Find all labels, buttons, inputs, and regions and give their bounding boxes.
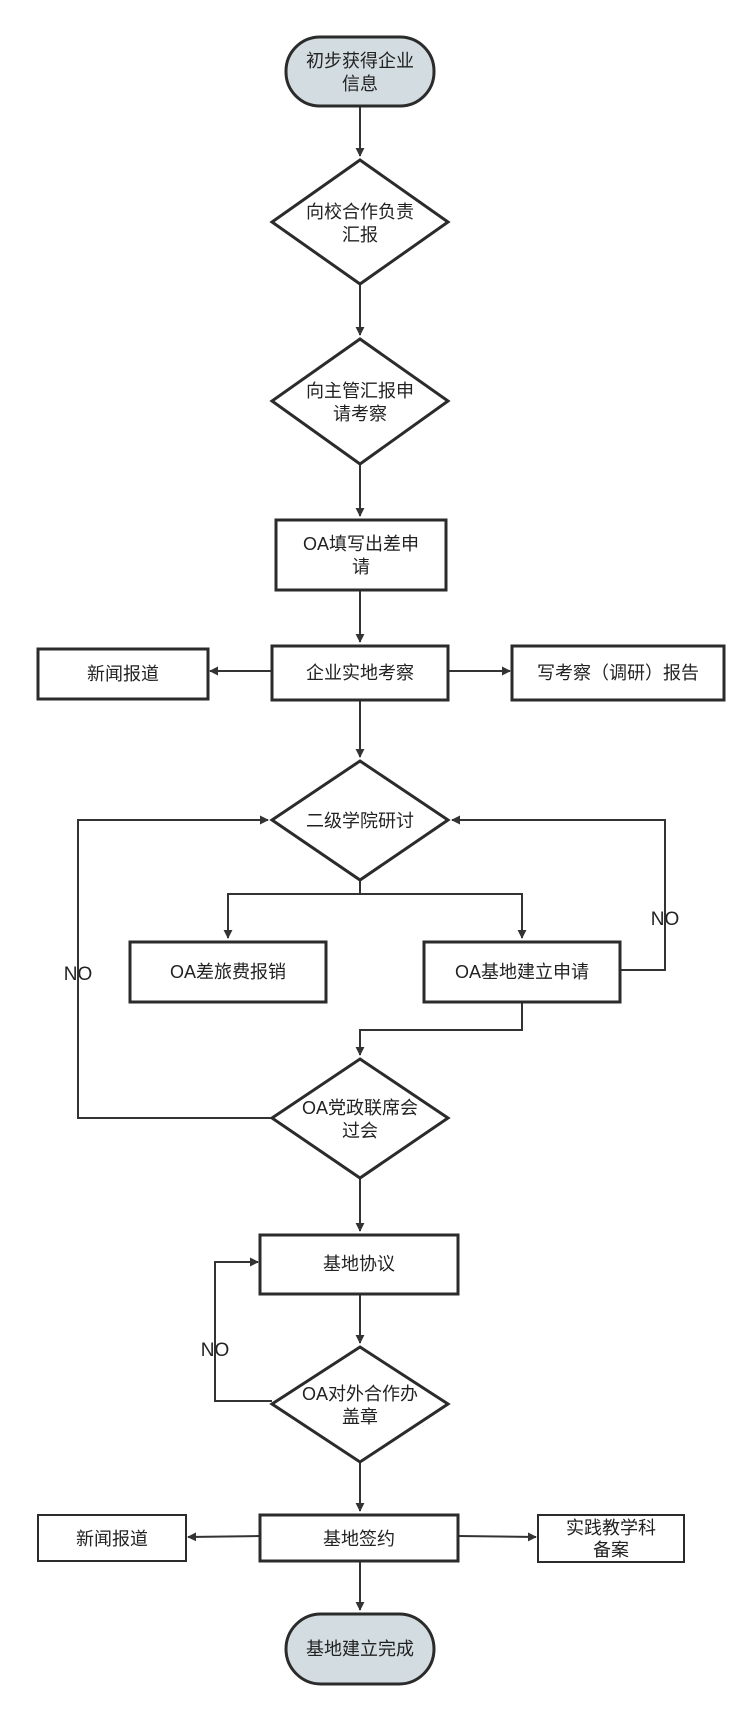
node-oa-seal: OA对外合作办 盖章 xyxy=(269,1345,451,1464)
node-write-report: 写考察（调研）报告 xyxy=(510,644,726,702)
process-shape xyxy=(258,1233,460,1296)
decision-shape xyxy=(269,1345,451,1464)
edge-college-review-to-base-apply xyxy=(360,893,527,939)
node-oa-seal-line2: 盖章 xyxy=(342,1407,378,1427)
terminator-shape xyxy=(284,1612,436,1686)
node-news-1-label: 新闻报道 xyxy=(87,664,159,684)
process-shape xyxy=(422,940,622,1004)
node-write-report-label: 写考察（调研）报告 xyxy=(537,663,699,683)
connectors xyxy=(77,106,666,1611)
process-shape xyxy=(37,1514,187,1562)
process-shape xyxy=(128,940,328,1004)
node-oa-party-meeting-line1: OA党政联席会 xyxy=(302,1098,418,1118)
process-shape xyxy=(258,1513,460,1563)
node-oa-trip-line2: 请 xyxy=(352,557,370,577)
process-shape xyxy=(274,518,448,592)
edge-signing-to-news xyxy=(187,1532,261,1542)
process-shape xyxy=(510,644,726,702)
node-base-signing-label: 基地签约 xyxy=(323,1529,395,1549)
edge-label-no-left: NO xyxy=(64,964,93,985)
node-oa-reimburse-label: OA差旅费报销 xyxy=(170,962,286,982)
edge-party-meeting-no-loop xyxy=(77,815,272,1119)
node-report-super: 向主管汇报申 请考察 xyxy=(269,337,451,466)
edge-seal-no-loop xyxy=(214,1257,272,1402)
edge-college-review-to-reimburse xyxy=(223,880,361,939)
decision-shape xyxy=(269,158,451,286)
node-oa-trip-line1: OA填写出差申 xyxy=(303,534,419,554)
node-oa-reimburse: OA差旅费报销 xyxy=(128,940,328,1004)
process-shape xyxy=(537,1514,685,1563)
edge-label-no-seal: NO xyxy=(201,1340,230,1361)
node-report-coop-line2: 汇报 xyxy=(342,225,378,245)
node-report-super-line1: 向主管汇报申 xyxy=(306,381,414,401)
node-practice-record: 实践教学科 备案 xyxy=(537,1514,685,1563)
node-oa-base-apply: OA基地建立申请 xyxy=(422,940,622,1004)
node-report-coop-line1: 向校合作负责 xyxy=(306,202,414,222)
node-college-review-label: 二级学院研讨 xyxy=(306,811,414,831)
node-news-1: 新闻报道 xyxy=(36,647,210,701)
node-end: 基地建立完成 xyxy=(284,1612,436,1686)
edge-signing-to-record xyxy=(457,1532,537,1542)
process-shape xyxy=(36,647,210,701)
node-news-2-label: 新闻报道 xyxy=(76,1529,148,1549)
node-base-signing: 基地签约 xyxy=(258,1513,460,1563)
node-start-line1: 初步获得企业 xyxy=(306,51,414,71)
edge-base-apply-no-loop xyxy=(451,815,666,971)
node-oa-party-meeting-line2: 过会 xyxy=(342,1121,378,1141)
node-oa-trip: OA填写出差申 请 xyxy=(274,518,448,592)
process-shape xyxy=(270,644,450,702)
node-oa-seal-line1: OA对外合作办 xyxy=(302,1384,418,1404)
node-report-super-line2: 请考察 xyxy=(333,404,387,424)
node-site-visit: 企业实地考察 xyxy=(270,644,450,702)
node-college-review: 二级学院研讨 xyxy=(269,759,451,882)
node-base-agreement: 基地协议 xyxy=(258,1233,460,1296)
decision-shape xyxy=(269,337,451,466)
node-start-line2: 信息 xyxy=(342,74,378,94)
edge-base-apply-to-party-meeting xyxy=(355,1002,523,1056)
node-oa-party-meeting: OA党政联席会 过会 xyxy=(269,1057,451,1180)
decision-shape xyxy=(269,759,451,882)
node-end-label: 基地建立完成 xyxy=(306,1639,414,1659)
node-practice-record-line2: 备案 xyxy=(593,1540,629,1560)
terminator-shape xyxy=(284,35,436,108)
decision-shape xyxy=(269,1057,451,1180)
node-start: 初步获得企业 信息 xyxy=(284,35,436,108)
node-oa-base-apply-label: OA基地建立申请 xyxy=(455,962,589,982)
node-site-visit-label: 企业实地考察 xyxy=(306,663,414,683)
node-practice-record-line1: 实践教学科 xyxy=(566,1518,656,1538)
node-news-2: 新闻报道 xyxy=(37,1514,187,1562)
node-report-coop: 向校合作负责 汇报 xyxy=(269,158,451,286)
node-base-agreement-label: 基地协议 xyxy=(323,1254,395,1274)
edge-label-no-right: NO xyxy=(651,909,680,930)
